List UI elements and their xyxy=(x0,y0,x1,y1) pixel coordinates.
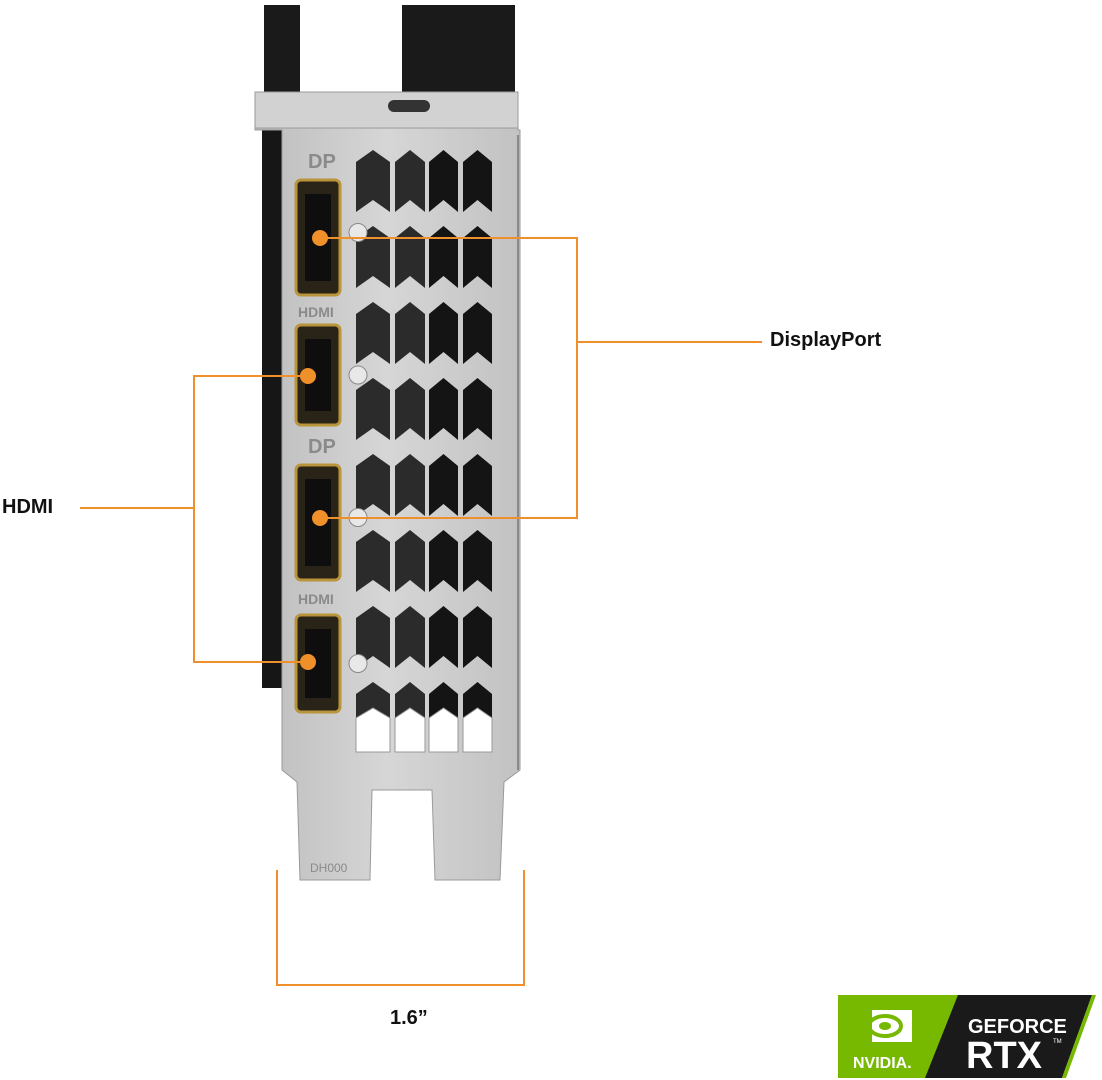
hdmi-bracket-line xyxy=(193,375,308,663)
dot-hdmi2 xyxy=(300,654,316,670)
dimension-line xyxy=(276,870,525,986)
vent-cutout xyxy=(356,378,390,440)
vent-cutout xyxy=(356,530,390,592)
vent-cutout xyxy=(356,454,390,516)
screw-icon xyxy=(348,654,368,673)
hdmi-callout-label: HDMI xyxy=(2,496,54,518)
vent-cutout xyxy=(429,378,458,440)
screw-icon xyxy=(348,365,368,385)
label-hdmi-bottom: HDMI xyxy=(298,591,334,607)
vent-cutout xyxy=(395,606,425,668)
nvidia-geforce-rtx-logo: NVIDIA. GEFORCE RTX TM xyxy=(838,995,1096,1078)
callout-lines xyxy=(80,237,762,986)
label-dp-bottom: DP xyxy=(308,436,336,458)
logo-brand: NVIDIA. xyxy=(853,1055,912,1072)
vent-cutout xyxy=(463,150,492,212)
vent-cutout xyxy=(429,226,458,288)
vent-cutout xyxy=(395,226,425,288)
label-hdmi-top: HDMI xyxy=(298,304,334,320)
vent-cutout xyxy=(429,454,458,516)
label-dp-top: DP xyxy=(308,151,336,173)
displayport-bracket-line xyxy=(320,237,578,519)
card-shroud xyxy=(262,5,515,688)
vent-cutout xyxy=(463,606,492,668)
bracket-printed-labels: DP HDMI DP HDMI DH000 xyxy=(298,151,348,875)
label-tab-code: DH000 xyxy=(310,861,348,875)
bracket-slot xyxy=(388,100,430,112)
dot-dp2 xyxy=(312,510,328,526)
vent-cutout xyxy=(395,454,425,516)
vent-cutout-open xyxy=(428,707,459,753)
vent-cutout xyxy=(463,530,492,592)
dimension-label: 1.6” xyxy=(390,1007,428,1029)
vent-cutout xyxy=(429,606,458,668)
vent-cutout-open xyxy=(462,707,493,753)
vent-grid xyxy=(355,150,493,753)
logo-trademark: TM xyxy=(1053,1039,1062,1045)
vent-cutout xyxy=(356,226,390,288)
vent-cutout-open xyxy=(394,707,426,753)
vent-cutout xyxy=(356,606,390,668)
dot-hdmi1 xyxy=(300,368,316,384)
vent-cutout xyxy=(429,530,458,592)
vent-cutout xyxy=(395,530,425,592)
logo-product-line: GEFORCE xyxy=(968,1016,1067,1038)
vent-cutout xyxy=(395,378,425,440)
vent-cutout xyxy=(356,150,390,212)
dot-dp1 xyxy=(312,230,328,246)
vent-cutout xyxy=(429,150,458,212)
vent-cutout xyxy=(395,150,425,212)
hdmi-port xyxy=(294,613,368,714)
vent-cutout-open xyxy=(355,707,391,753)
vent-cutout xyxy=(429,302,458,364)
vent-cutout xyxy=(395,302,425,364)
vent-cutout xyxy=(356,302,390,364)
hdmi-port xyxy=(294,323,368,427)
bracket-lip xyxy=(254,91,519,129)
vent-cutout xyxy=(463,378,492,440)
displayport-callout-label: DisplayPort xyxy=(770,329,882,351)
vent-cutout xyxy=(463,226,492,288)
callout-dots xyxy=(300,230,328,670)
vent-cutout xyxy=(463,454,492,516)
logo-product: RTX xyxy=(966,1035,1043,1077)
vent-cutout xyxy=(463,302,492,364)
